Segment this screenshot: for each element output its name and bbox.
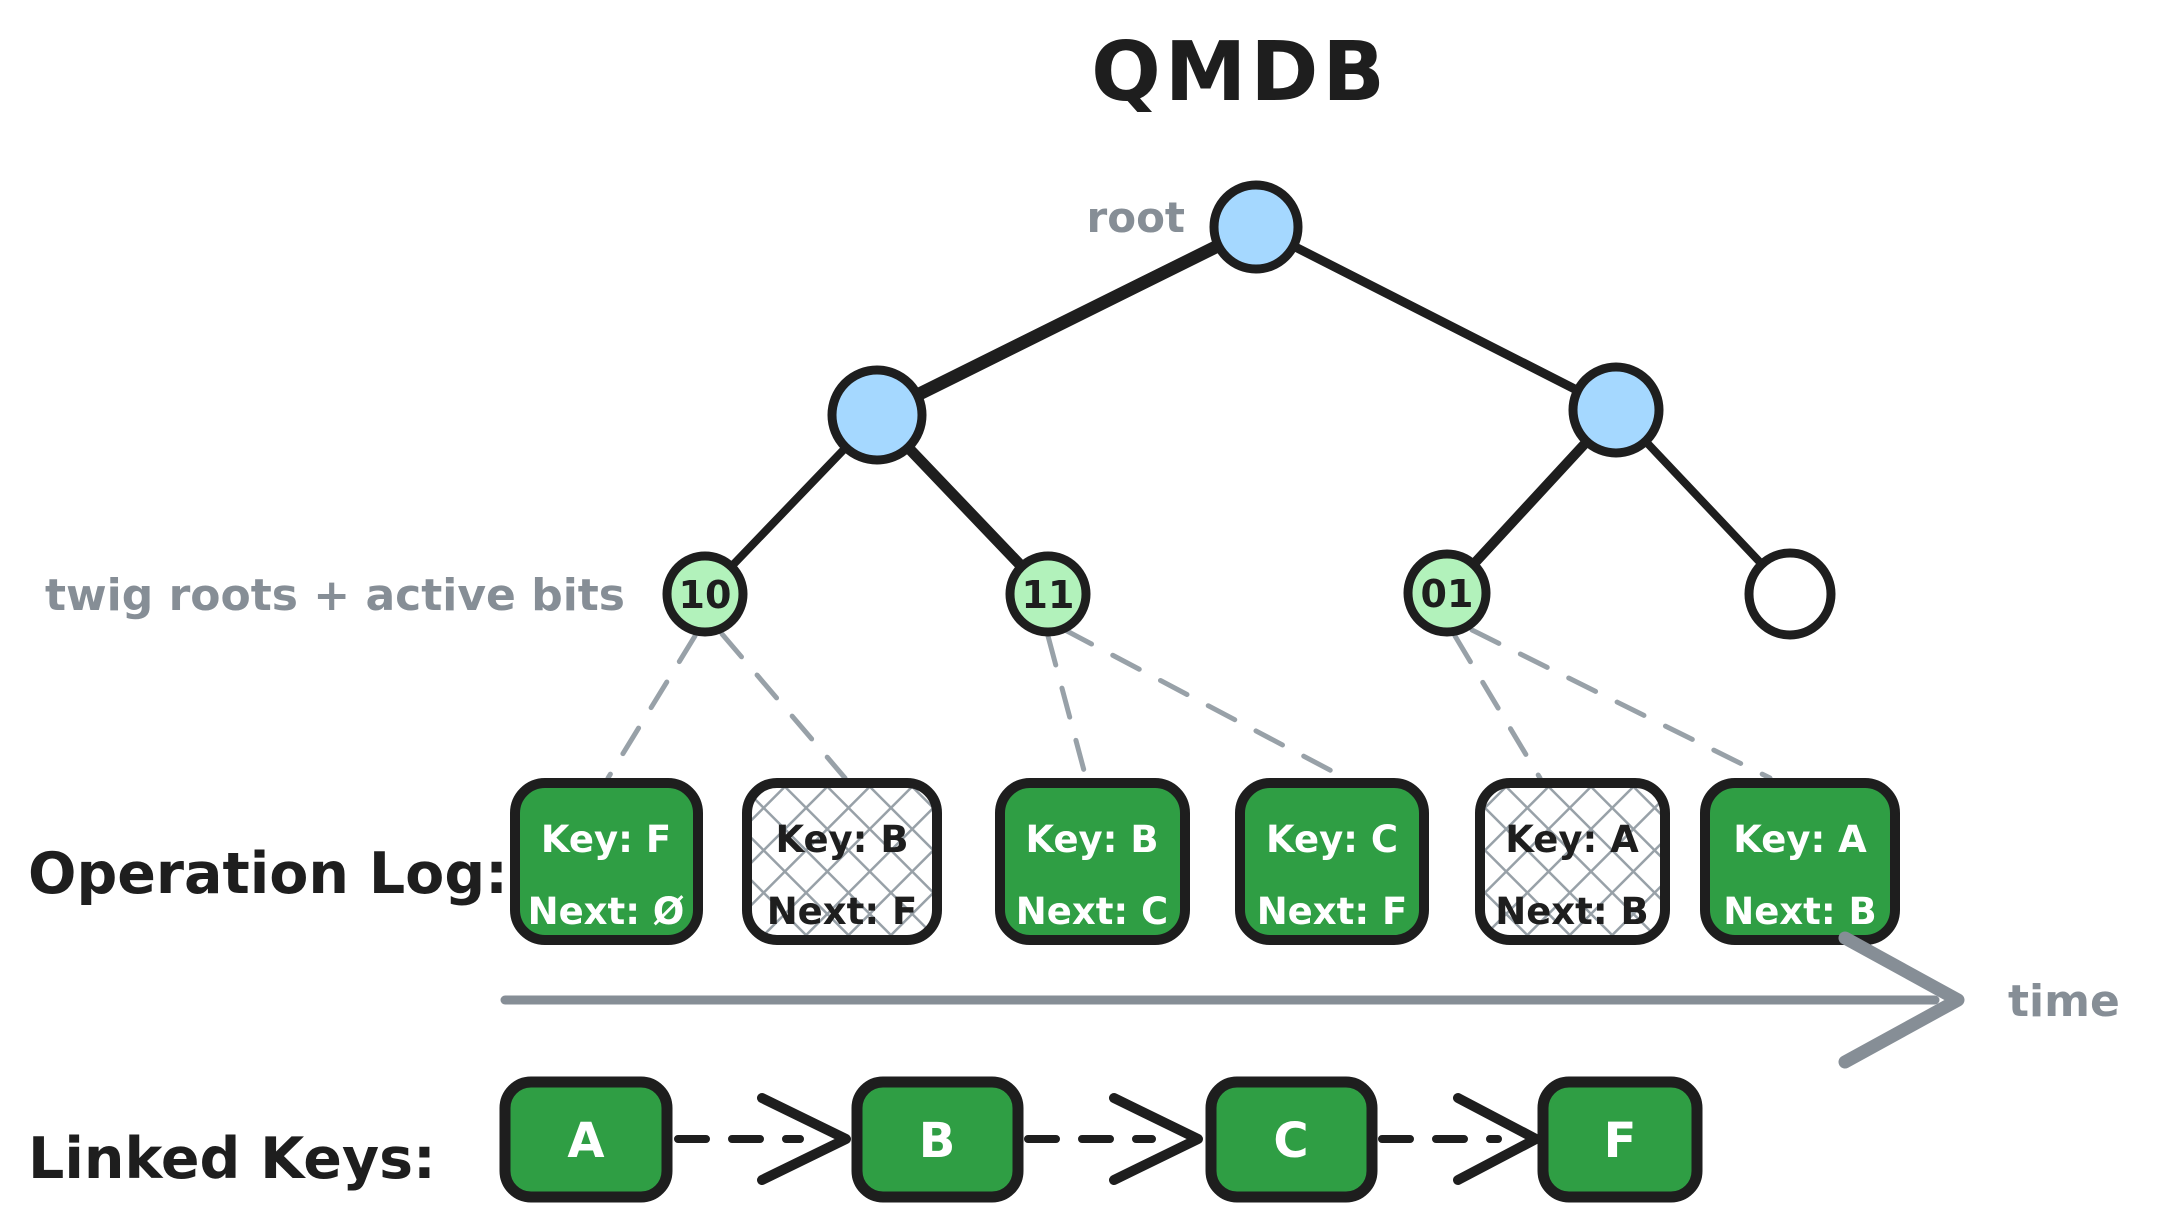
oplog-next-text: Next: F bbox=[767, 890, 918, 933]
diagram-title: QMDB bbox=[1091, 25, 1389, 120]
twig-entry-connectors bbox=[605, 627, 1773, 781]
linked-keys-caption: Linked Keys: bbox=[28, 1126, 436, 1192]
connector-twig10-entry2 bbox=[719, 631, 848, 781]
connector-twig10-entry1 bbox=[605, 633, 698, 781]
oplog-next-text: Next: Ø bbox=[528, 890, 685, 933]
internal-node-right bbox=[1568, 362, 1664, 458]
oplog-box-stale bbox=[742, 778, 942, 945]
oplog-key-text: Key: A bbox=[1505, 818, 1639, 861]
key-letter: F bbox=[1604, 1113, 1637, 1169]
key-box bbox=[851, 1076, 1024, 1203]
linked-keys-row: A B C F bbox=[499, 1076, 1703, 1203]
twig-node-10 bbox=[662, 551, 748, 637]
key-box bbox=[1205, 1076, 1378, 1203]
twig-caption: twig roots + active bits bbox=[45, 570, 625, 621]
connector-twig01-entry6 bbox=[1469, 627, 1773, 781]
oplog-key-text: Key: B bbox=[775, 818, 908, 861]
root-label: root bbox=[1087, 193, 1186, 242]
time-label: time bbox=[2008, 976, 2120, 1027]
key-box bbox=[499, 1076, 673, 1203]
oplog-entry-4: Key: C Next: F bbox=[1235, 778, 1429, 945]
oplog-key-text: Key: A bbox=[1733, 818, 1867, 861]
oplog-entry-6: Key: A Next: B bbox=[1700, 778, 1900, 945]
oplog-entry-5: Key: A Next: B bbox=[1475, 778, 1670, 945]
oplog-next-text: Next: C bbox=[1016, 890, 1168, 933]
oplog-box-active bbox=[1700, 778, 1900, 945]
twig-node-11-label: 11 bbox=[1022, 573, 1075, 617]
time-axis: time bbox=[500, 931, 2120, 1069]
linked-key-F: F bbox=[1537, 1076, 1703, 1203]
oplog-entry-3: Key: B Next: C bbox=[995, 778, 1190, 945]
time-arrowhead bbox=[1838, 931, 1965, 1069]
twig-node-10-label: 10 bbox=[679, 573, 732, 617]
oplog-entry-2: Key: B Next: F bbox=[742, 778, 942, 945]
twig-node-01 bbox=[1403, 549, 1491, 637]
operation-log-row: Key: F Next: Ø Key: B Next: F Key: B Nex… bbox=[510, 778, 1900, 945]
connector-twig11-entry4 bbox=[1062, 627, 1348, 781]
oplog-box-active bbox=[995, 778, 1190, 945]
linked-key-B: B bbox=[851, 1076, 1024, 1203]
empty-leaf-node bbox=[1744, 548, 1836, 640]
oplog-entry-1: Key: F Next: Ø bbox=[510, 778, 703, 945]
linked-key-arrowhead-3 bbox=[1453, 1093, 1541, 1185]
twig-node-01-label: 01 bbox=[1421, 572, 1474, 616]
edge-root-left bbox=[870, 220, 1263, 422]
operation-log-caption: Operation Log: bbox=[28, 841, 508, 907]
oplog-key-text: Key: F bbox=[541, 818, 671, 861]
oplog-next-text: Next: F bbox=[1257, 890, 1408, 933]
edge-root-right bbox=[1251, 222, 1621, 415]
oplog-box-active bbox=[1235, 778, 1429, 945]
linked-key-A: A bbox=[499, 1076, 673, 1203]
connector-twig11-entry3 bbox=[1045, 633, 1089, 781]
connector-twig01-entry5 bbox=[1452, 633, 1543, 781]
linked-key-arrowhead-2 bbox=[1109, 1093, 1203, 1185]
key-letter: A bbox=[567, 1113, 604, 1169]
key-letter: B bbox=[919, 1113, 956, 1169]
oplog-key-text: Key: C bbox=[1266, 818, 1398, 861]
root-node bbox=[1209, 180, 1303, 274]
oplog-box-active bbox=[510, 778, 703, 945]
oplog-next-text: Next: B bbox=[1723, 890, 1877, 933]
key-letter: C bbox=[1273, 1113, 1308, 1169]
linked-key-arrowhead-1 bbox=[757, 1093, 851, 1185]
oplog-box-stale bbox=[1475, 778, 1670, 945]
internal-node-left bbox=[827, 365, 927, 465]
twig-node-11 bbox=[1005, 551, 1091, 637]
linked-key-C: C bbox=[1205, 1076, 1378, 1203]
oplog-next-text: Next: B bbox=[1495, 890, 1649, 933]
key-box bbox=[1537, 1076, 1703, 1203]
oplog-key-text: Key: B bbox=[1025, 818, 1158, 861]
